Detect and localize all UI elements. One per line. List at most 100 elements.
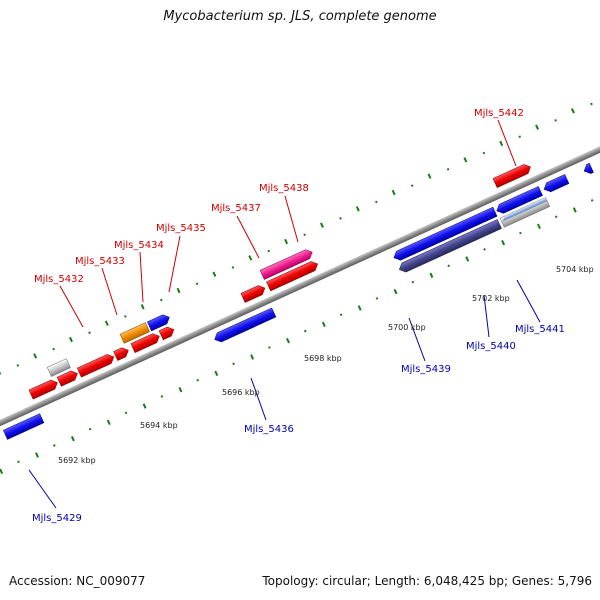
gene-arrow[interactable]: [392, 206, 498, 262]
reverse-genes: [2, 162, 594, 440]
tick-mark: [446, 168, 450, 171]
gene-arrow[interactable]: [56, 369, 79, 387]
gene-label[interactable]: Mjls_5441: [515, 324, 565, 335]
gene-label[interactable]: Mjls_5432: [34, 274, 84, 285]
tick-mark: [212, 271, 217, 277]
gene-arrow[interactable]: [46, 358, 71, 377]
tick-mark: [535, 124, 540, 130]
tick-mark: [142, 403, 147, 409]
tick-mark: [590, 102, 593, 106]
gene-arrow[interactable]: [582, 162, 594, 175]
gene-label[interactable]: Mjls_5434: [114, 240, 164, 251]
tick-mark: [519, 231, 522, 235]
tick-mark: [35, 452, 39, 458]
forward-gene-labels: Mjls_5432 Mjls_5433 Mjls_5434 Mjls_5435 …: [34, 108, 524, 285]
tick-label: 5692 kbp: [58, 456, 96, 465]
tick-mark: [214, 370, 219, 377]
tick-mark: [124, 315, 127, 318]
tick-mark: [411, 280, 415, 284]
tick-mark: [267, 249, 271, 253]
tick-mark: [176, 287, 181, 294]
topology-text: Topology: circular; Length: 6,048,425 bp…: [262, 574, 592, 588]
tick-mark: [429, 272, 434, 278]
tick-mark: [195, 282, 199, 286]
gene-label[interactable]: Mjls_5439: [401, 364, 451, 375]
gene-arrow[interactable]: [2, 413, 45, 440]
label-leader-lines: [28, 119, 541, 509]
tick-mark: [355, 206, 360, 212]
tick-mark: [570, 108, 575, 114]
tick-mark: [393, 288, 398, 295]
gene-label[interactable]: Mjls_5437: [211, 203, 261, 214]
gene-arrow[interactable]: [259, 248, 314, 280]
tick-mark: [88, 331, 91, 335]
gene-label[interactable]: Mjls_5435: [156, 223, 206, 234]
gene-label[interactable]: Mjls_5433: [75, 256, 125, 267]
tick-mark: [52, 347, 56, 351]
gene-label[interactable]: Mjls_5440: [466, 341, 516, 352]
gene-arrow[interactable]: [146, 313, 171, 332]
tick-mark: [196, 378, 200, 382]
gene-arrow[interactable]: [500, 197, 548, 223]
tick-mark: [178, 386, 183, 393]
tick-mark: [250, 354, 255, 360]
gene-arrow[interactable]: [492, 162, 533, 188]
gene-arrow[interactable]: [113, 346, 131, 361]
tick-label: 5704 kbp: [556, 265, 594, 274]
tick-label: 5702 kbp: [472, 294, 510, 303]
gene-arrow[interactable]: [495, 186, 543, 215]
tick-mark: [52, 444, 56, 447]
gene-arrow[interactable]: [240, 283, 267, 303]
tick-mark: [104, 320, 109, 326]
tick-mark: [124, 411, 128, 415]
tick-mark: [248, 255, 253, 261]
tick-mark: [357, 305, 362, 311]
tick-mark: [16, 364, 20, 367]
tick-mark: [160, 395, 164, 398]
gene-arrow[interactable]: [213, 307, 277, 344]
tick-mark: [554, 215, 558, 219]
accession-text: Accession: NC_009077: [9, 574, 146, 588]
map-title: Mycobacterium sp. JLS, complete genome: [163, 9, 437, 24]
tick-mark: [17, 460, 20, 464]
tick-mark: [69, 336, 73, 343]
tick-mark: [410, 184, 414, 188]
tick-mark: [303, 233, 306, 237]
tick-mark: [70, 436, 75, 442]
tick-mark: [518, 135, 522, 139]
gene-arrow[interactable]: [130, 332, 162, 354]
tick-mark: [320, 222, 324, 228]
gene-label[interactable]: Mjls_5436: [244, 424, 294, 435]
tick-label: 5694 kbp: [140, 421, 178, 430]
position-tick-labels: 5692 kbp 5694 kbp 5696 kbp 5698 kbp 5700…: [58, 265, 594, 465]
tick-mark: [284, 238, 289, 245]
tick-mark: [286, 337, 290, 344]
tick-mark: [321, 321, 326, 328]
gene-arrow[interactable]: [119, 322, 150, 344]
tick-mark: [554, 119, 557, 122]
tick-mark: [391, 189, 396, 196]
tick-mark: [427, 173, 432, 179]
tick-mark: [572, 207, 577, 213]
gene-arrow[interactable]: [76, 352, 116, 378]
tick-mark: [447, 264, 451, 268]
tick-mark: [463, 157, 468, 163]
tick-mark: [590, 199, 594, 202]
tick-label: 5696 kbp: [222, 388, 260, 397]
gene-arrow[interactable]: [28, 378, 60, 400]
gene-arrow[interactable]: [542, 174, 570, 193]
gene-arrow[interactable]: [266, 259, 319, 292]
tick-mark: [0, 369, 2, 375]
gene-label[interactable]: Mjls_5438: [259, 183, 309, 194]
tick-mark: [339, 313, 343, 317]
tick-mark: [499, 140, 504, 147]
gene-label[interactable]: Mjls_5442: [474, 108, 524, 119]
forward-tick-line: [0, 102, 593, 375]
genome-track: [0, 102, 600, 475]
tick-mark: [268, 346, 271, 349]
gene-arrow[interactable]: [158, 325, 176, 341]
gene-arrow[interactable]: [397, 219, 502, 274]
tick-mark: [375, 297, 379, 300]
gene-label[interactable]: Mjls_5429: [32, 513, 82, 524]
